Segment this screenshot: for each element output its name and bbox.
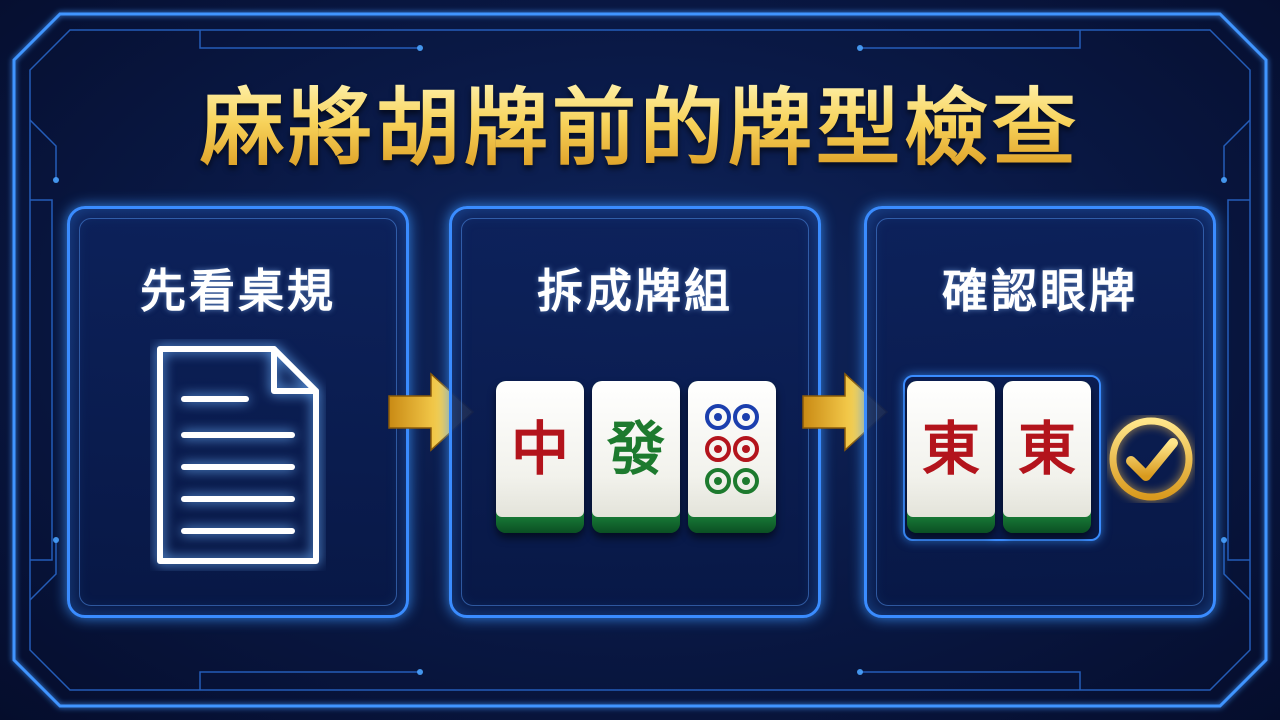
step-title-pair: 確認眼牌 [942, 264, 1138, 318]
document-icon [157, 346, 319, 564]
step-panel-groups: 拆成牌組 中 發 [449, 206, 821, 618]
tile-six-circles [688, 381, 776, 533]
step-title-rules: 先看桌規 [140, 264, 336, 318]
tile-green-dragon: 發 [592, 381, 680, 533]
tile-char: 發 [606, 415, 665, 483]
step-title-groups: 拆成牌組 [537, 264, 733, 318]
step-panel-rules: 先看桌規 [67, 206, 409, 618]
tile-red-dragon: 中 [496, 381, 584, 533]
pair-highlight [903, 375, 1101, 541]
tile-east-wind: 東 [1003, 381, 1091, 533]
tile-char: 中 [510, 415, 569, 483]
step-panel-pair: 確認眼牌 東 東 [864, 206, 1216, 618]
check-circle-icon [1109, 417, 1193, 501]
tile-char: 東 [921, 415, 980, 483]
tile-char: 東 [1017, 415, 1076, 483]
tile-east-wind: 東 [907, 381, 995, 533]
page-title: 麻將胡牌前的牌型檢查 [0, 78, 1280, 178]
six-circles-icon [705, 404, 759, 494]
